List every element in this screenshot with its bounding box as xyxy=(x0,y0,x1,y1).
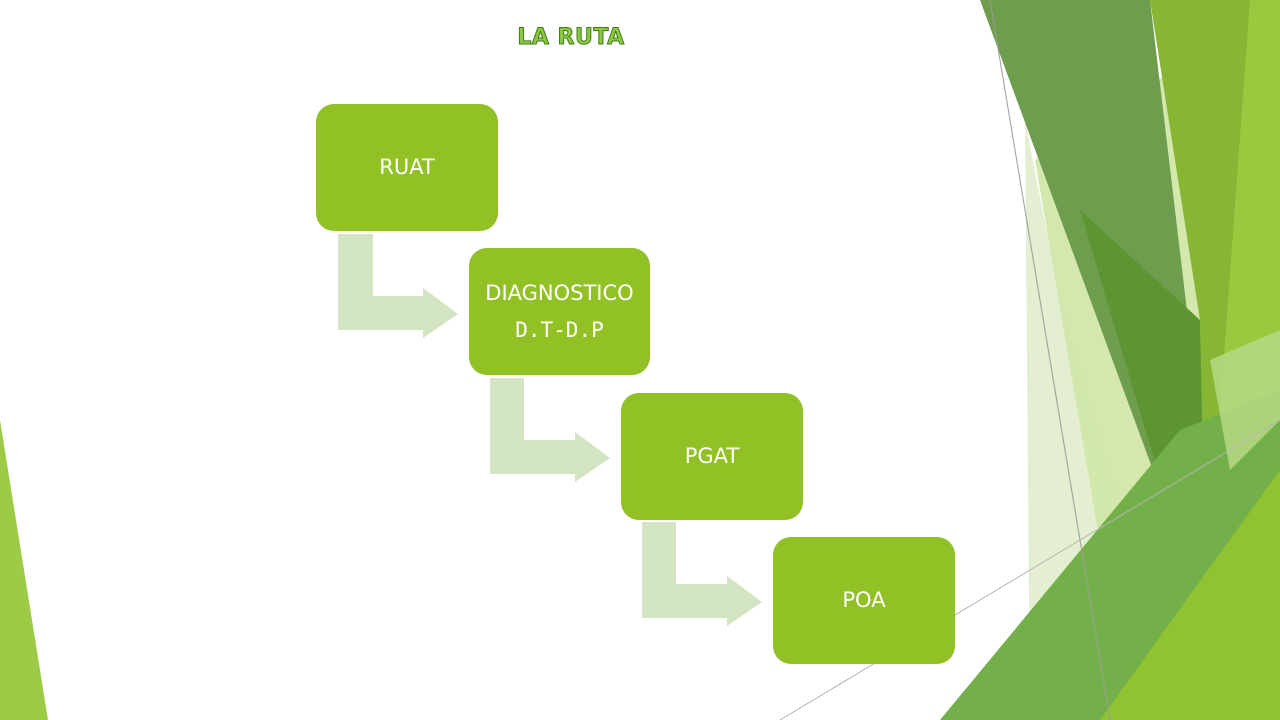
decor-line-2 xyxy=(779,419,1280,720)
connector-arrow-3 xyxy=(642,522,762,626)
connector-arrow-2 xyxy=(490,378,610,482)
step-label-line2: D.T-D.P xyxy=(515,317,604,342)
step-box-ruat: RUAT xyxy=(316,104,498,231)
step-label: POA xyxy=(842,588,886,613)
left-edge-stripe xyxy=(0,420,48,720)
right-facet-pale xyxy=(1025,120,1180,720)
step-box-diagnostico: DIAGNOSTICO D.T-D.P xyxy=(469,248,650,375)
bottom-facet-pale xyxy=(1210,330,1280,470)
step-label: PGAT xyxy=(684,444,740,469)
slide-title: LA RUTA xyxy=(517,25,625,51)
step-label: DIAGNOSTICO xyxy=(485,280,634,305)
decor-line-1 xyxy=(989,0,1111,720)
step-label: RUAT xyxy=(379,155,435,180)
step-box-poa: POA xyxy=(773,537,955,664)
step-box-pgat: PGAT xyxy=(621,393,803,520)
bottom-facet-lime xyxy=(1100,470,1280,720)
connector-arrow-1 xyxy=(338,234,458,338)
